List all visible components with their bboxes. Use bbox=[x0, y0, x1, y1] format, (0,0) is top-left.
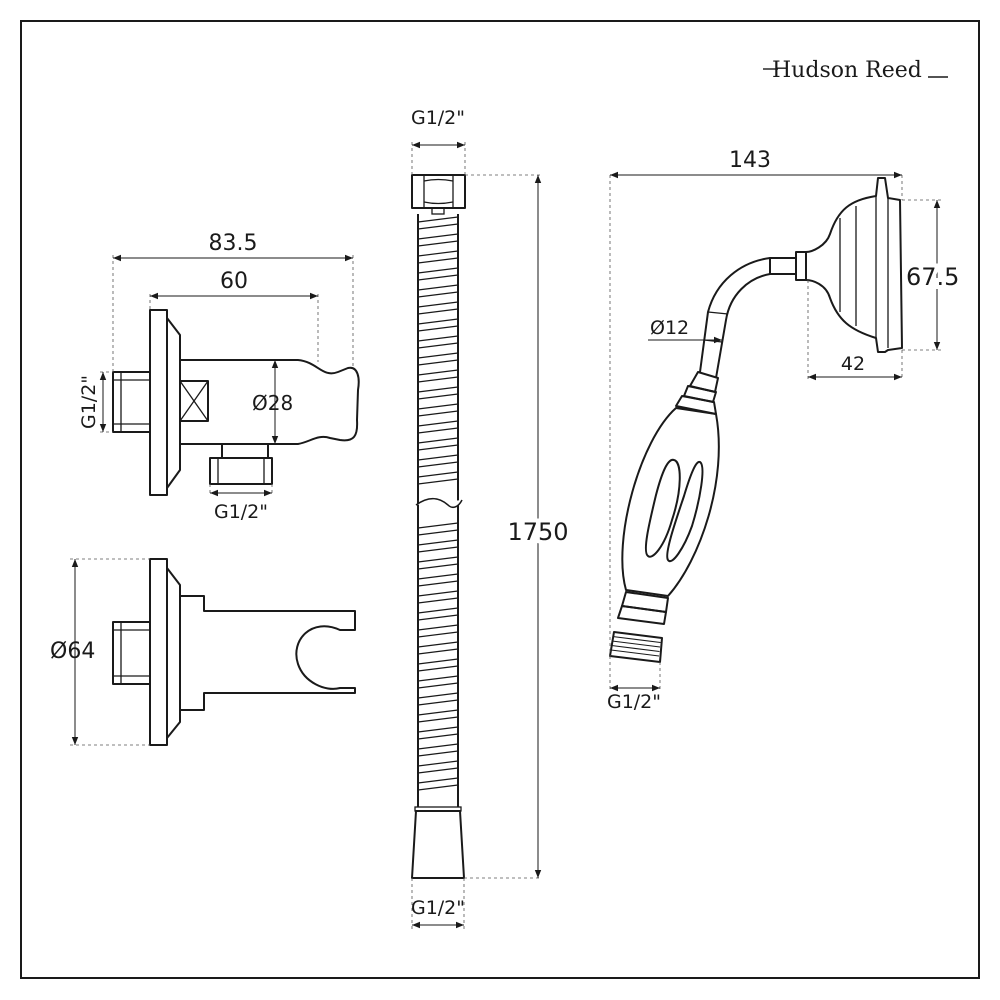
hose-coil bbox=[417, 539, 459, 553]
thread-line bbox=[611, 640, 661, 648]
hose-coil bbox=[417, 471, 459, 485]
shower-handset bbox=[609, 177, 903, 663]
hose-coil bbox=[417, 590, 459, 604]
wall-outlet-front-view bbox=[112, 558, 356, 746]
hose-coil bbox=[417, 675, 459, 689]
overall-width-label: 83.5 bbox=[209, 231, 258, 256]
hose-coil bbox=[417, 386, 459, 400]
hose-coil bbox=[417, 267, 459, 281]
hose-coil bbox=[417, 624, 459, 638]
hose-top-thread-label: G1/2" bbox=[411, 107, 465, 129]
hose-coil bbox=[417, 318, 459, 332]
shower-hose bbox=[411, 174, 466, 879]
hose-coil bbox=[417, 437, 459, 451]
neck-diameter-label: Ø12 bbox=[650, 317, 689, 339]
hose-coil bbox=[417, 420, 459, 434]
hose-coil bbox=[417, 369, 459, 383]
hose-coil bbox=[417, 573, 459, 587]
hose-coil bbox=[417, 641, 459, 655]
hose-coil bbox=[417, 301, 459, 315]
hose-coil bbox=[417, 250, 459, 264]
hose-coil bbox=[417, 216, 459, 230]
wall-outlet-side-view bbox=[112, 309, 360, 496]
hose-coil bbox=[417, 743, 459, 757]
handset-thread-label: G1/2" bbox=[607, 691, 661, 713]
hose-coil bbox=[417, 335, 459, 349]
handset-width-label: 143 bbox=[729, 148, 771, 173]
hose-coil bbox=[417, 352, 459, 366]
hose-coil bbox=[417, 556, 459, 570]
hose-coil bbox=[417, 454, 459, 468]
front-view-dimensions: Ø64 bbox=[50, 558, 150, 746]
thread-line bbox=[612, 631, 662, 639]
thread-line bbox=[611, 645, 660, 652]
hose-coil bbox=[417, 726, 459, 740]
hose-coil bbox=[417, 403, 459, 417]
thread-line bbox=[612, 636, 661, 643]
handset-dimensions: 143 67.5 42 Ø12 G1/2" bbox=[607, 148, 963, 713]
hose-coil bbox=[417, 777, 459, 791]
drawing-border bbox=[20, 20, 980, 979]
hose-coil bbox=[417, 233, 459, 247]
hose-coil bbox=[417, 658, 459, 672]
hose-bottom-thread-label: G1/2" bbox=[411, 897, 465, 919]
body-width-label: 60 bbox=[220, 269, 248, 294]
brand-name: Hudson Reed bbox=[772, 58, 922, 83]
bottom-thread-label: G1/2" bbox=[214, 501, 268, 523]
wall-outlet-dimensions: 83.5 60 G1/2" Ø28 G1/2" bbox=[78, 231, 354, 523]
handset-thread bbox=[610, 631, 662, 657]
head-depth-label: 42 bbox=[841, 353, 865, 375]
hose-coil bbox=[417, 692, 459, 706]
brand-logo: Hudson Reed bbox=[763, 58, 948, 83]
hose-length-label: 1750 bbox=[507, 518, 568, 546]
hose-coils bbox=[417, 216, 459, 791]
holder-diameter-label: Ø28 bbox=[252, 391, 293, 415]
hose-coil bbox=[417, 760, 459, 774]
thread-line bbox=[610, 649, 660, 657]
flange-diameter-label: Ø64 bbox=[50, 639, 95, 664]
head-height-label: 67.5 bbox=[906, 263, 959, 291]
hose-coil bbox=[417, 607, 459, 621]
hose-coil bbox=[417, 709, 459, 723]
side-thread-label: G1/2" bbox=[78, 375, 100, 429]
hose-coil bbox=[417, 284, 459, 298]
hose-dimensions: G1/2" 1750 G1/2" bbox=[411, 107, 573, 930]
hose-coil bbox=[417, 522, 459, 536]
